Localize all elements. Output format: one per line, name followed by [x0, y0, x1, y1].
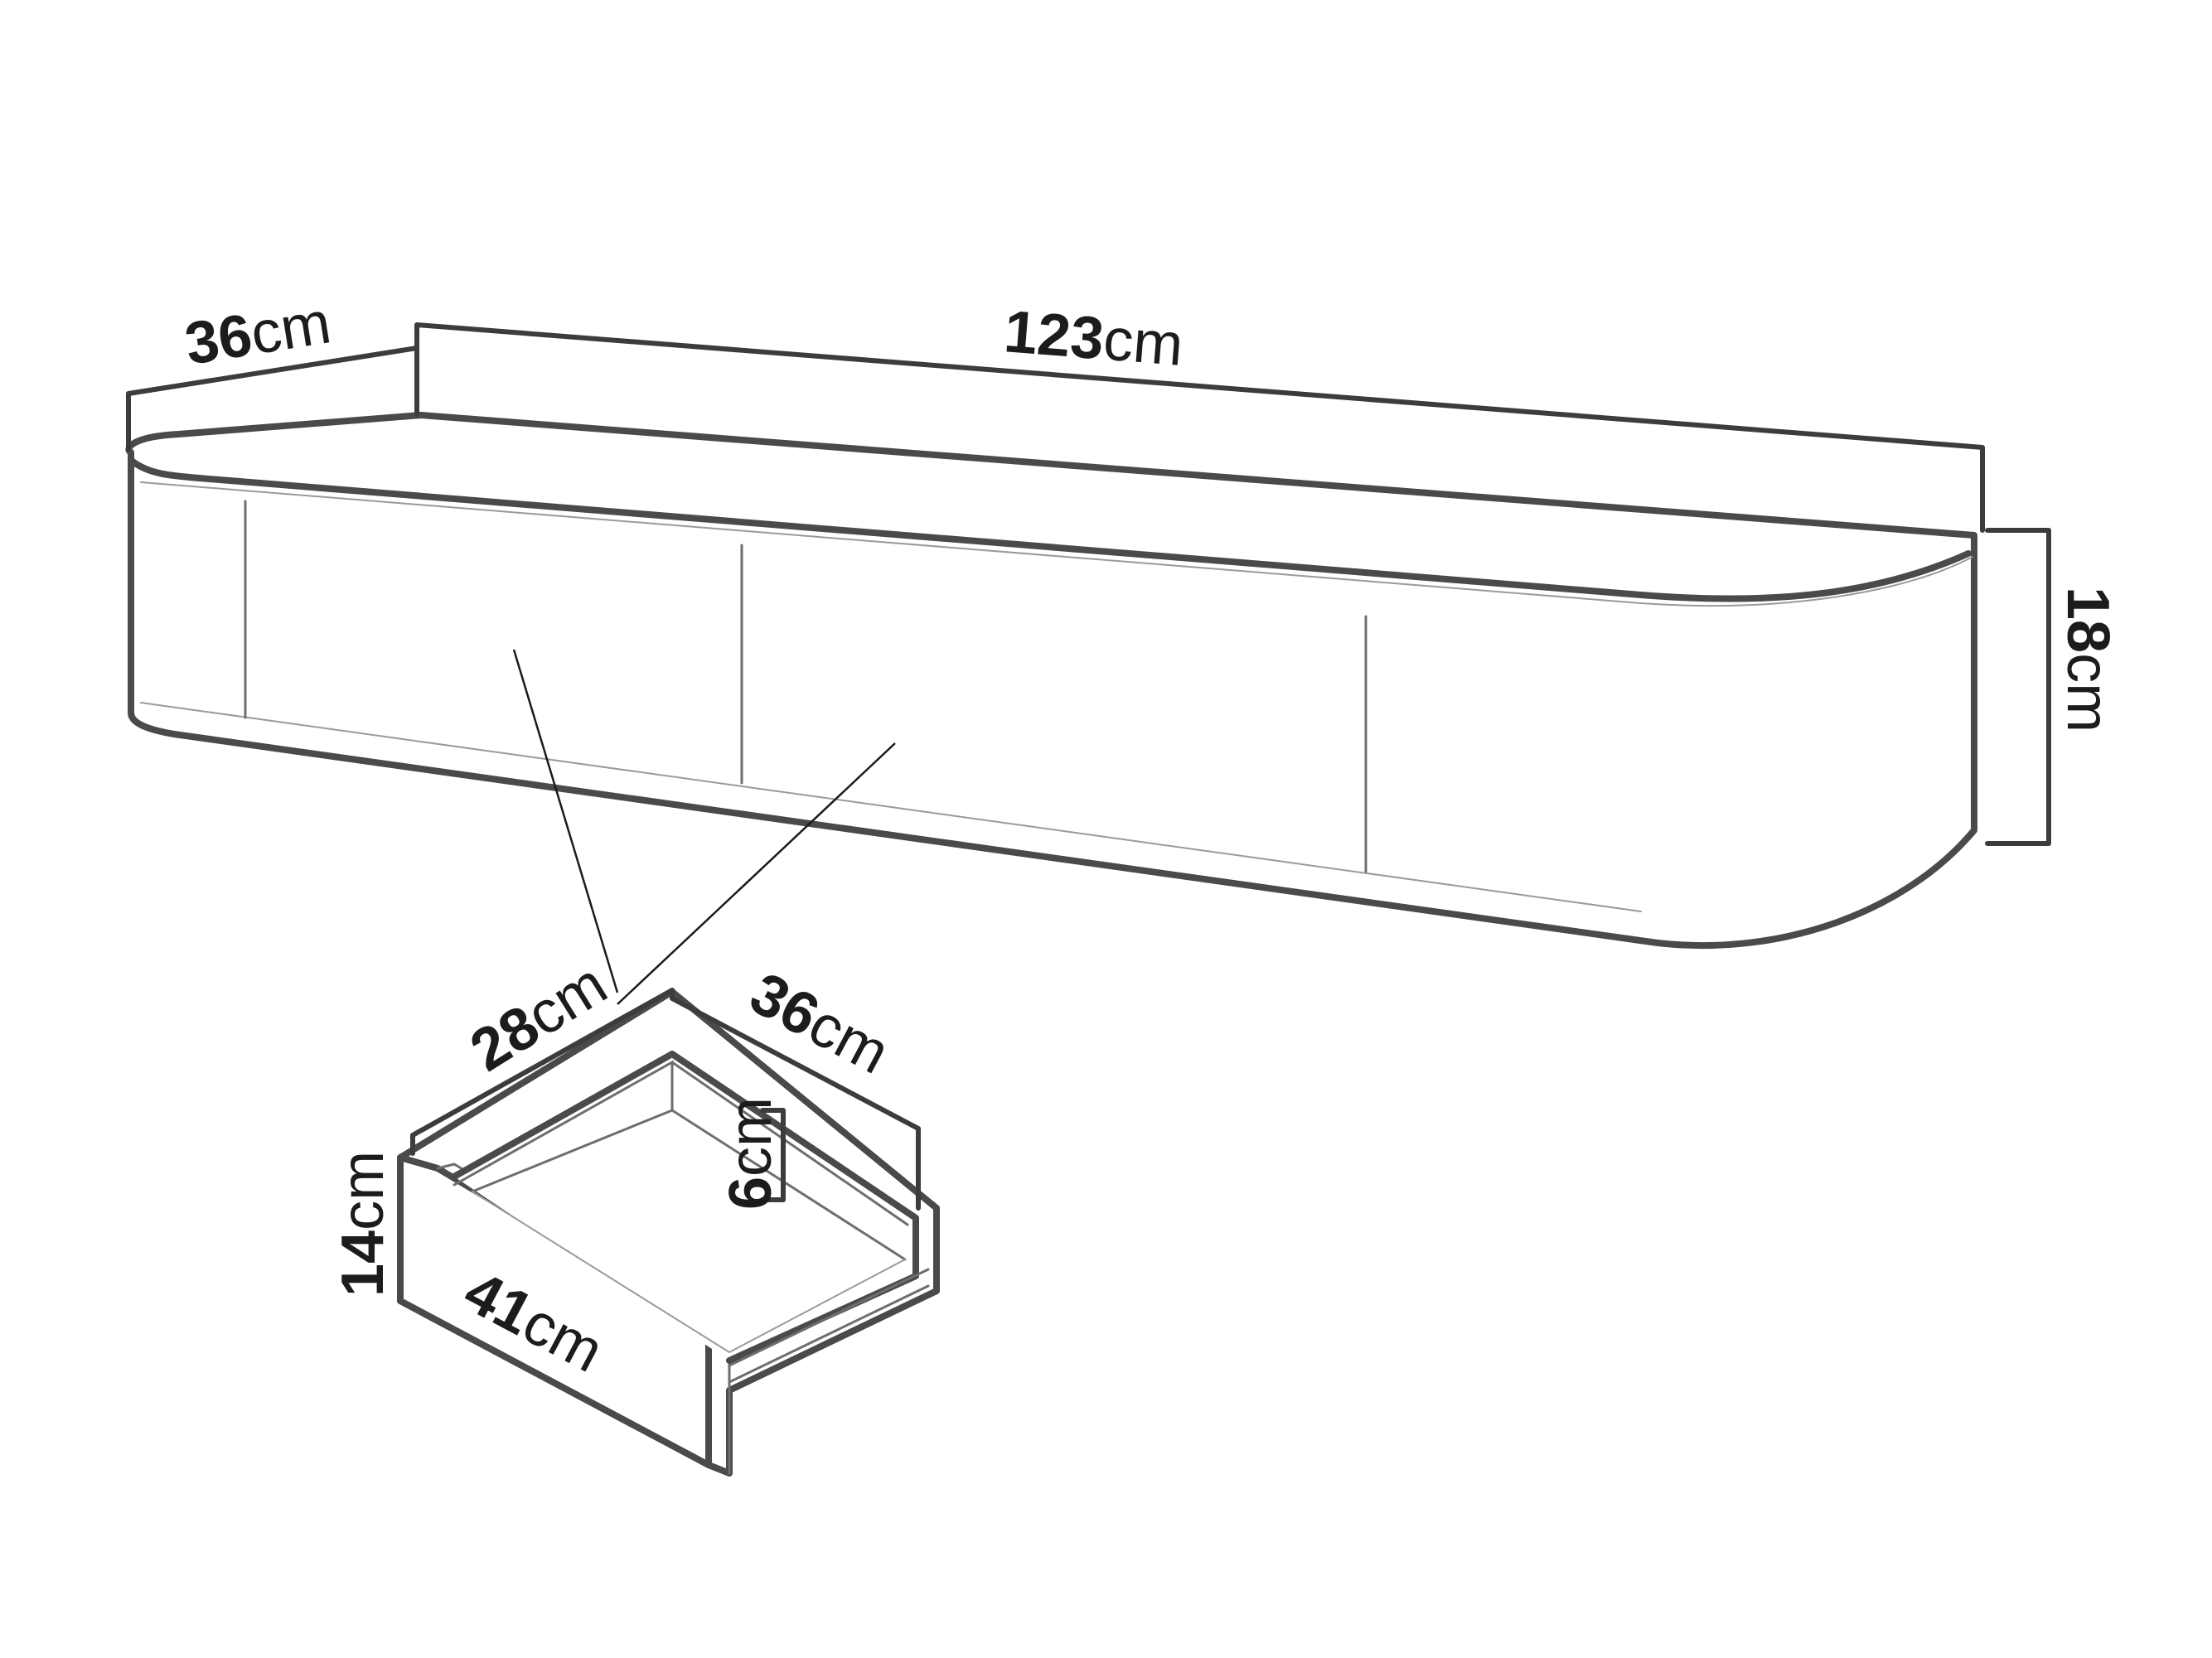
- cabinet-bottom-inner-line: [140, 702, 1642, 912]
- drawer-depth-left-dimension-line: [410, 988, 675, 1156]
- drawer-dimension-lines: [410, 988, 921, 1211]
- cabinet-dimension-lines: [126, 322, 2051, 846]
- cabinet-height-label: 18cm: [2055, 587, 2121, 732]
- drawer-inner-height-label: 6cm: [718, 1097, 784, 1210]
- drawer-front-height-label: 14cm: [330, 1151, 396, 1297]
- cabinet-drawing: [125, 412, 1977, 949]
- leader-line-left: [512, 649, 619, 993]
- cabinet-width-label: 123cm: [1002, 298, 1186, 379]
- leader-lines: [512, 649, 896, 1005]
- drawer-inner-floor: [472, 1191, 906, 1354]
- drawer-front-panel: [397, 1154, 712, 1468]
- cabinet-depth-dimension-line: [126, 346, 419, 452]
- drawer-drawing: [397, 989, 940, 1477]
- cabinet-top-inner-line: [140, 481, 1973, 607]
- drawer-side-runner: [728, 1268, 930, 1384]
- drawer-depth-right-dimension-line: [670, 988, 921, 1211]
- cabinet-depth-label: 36cm: [181, 289, 335, 378]
- cabinet-height-dimension-line: [1985, 528, 2051, 846]
- cabinet-width-dimension-line: [414, 322, 1985, 533]
- drawer-inner-height-dimension-line: [760, 1108, 786, 1202]
- drawer-inner-walls: [453, 1060, 909, 1261]
- leader-line-right: [617, 742, 896, 1005]
- cabinet-top-front-edge: [129, 458, 1972, 602]
